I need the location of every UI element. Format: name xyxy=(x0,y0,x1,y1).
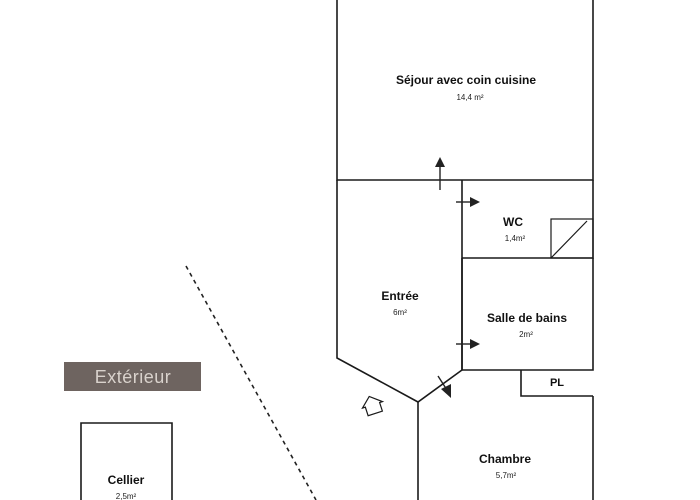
wc-fixture-icon xyxy=(550,218,594,259)
exterior-label-text: Extérieur xyxy=(95,367,172,387)
room-salle-de-bains: Salle de bains 2m² xyxy=(461,258,594,371)
room-sejour: Séjour avec coin cuisine 14,4 m² xyxy=(336,0,594,181)
sejour-name: Séjour avec coin cuisine xyxy=(396,73,536,87)
placard-label: PL xyxy=(550,377,564,389)
room-chambre: Chambre 5,7m² xyxy=(417,396,594,500)
cellier-walls xyxy=(80,422,173,500)
room-entree: Entrée 6m² xyxy=(336,180,463,403)
salle-de-bains-name: Salle de bains xyxy=(487,311,567,325)
door-arrow-sejour xyxy=(435,157,445,190)
room-cellier: Cellier 2,5m² xyxy=(80,422,173,500)
door-arrow-wc xyxy=(456,197,480,207)
exterior-label-background xyxy=(64,362,201,391)
placard-walls xyxy=(520,370,593,397)
chambre-area: 5,7m² xyxy=(496,471,517,480)
cellier-name: Cellier xyxy=(108,473,145,487)
wc-area: 1,4m² xyxy=(505,234,526,243)
entrance-house-icon xyxy=(361,395,385,417)
door-arrow-salle-de-bains xyxy=(456,339,480,349)
salle-de-bains-walls xyxy=(461,258,594,371)
entree-area: 6m² xyxy=(393,308,407,317)
door-arrow-chambre xyxy=(437,375,451,398)
cellier-area: 2,5m² xyxy=(116,492,137,500)
room-wc: WC 1,4m² xyxy=(462,180,594,259)
placard: PL xyxy=(520,370,593,397)
chambre-name: Chambre xyxy=(479,452,531,466)
wc-name: WC xyxy=(503,215,523,229)
exterior-label: Extérieur xyxy=(64,362,201,391)
sejour-area: 14,4 m² xyxy=(456,93,483,102)
sejour-walls xyxy=(336,0,594,181)
entree-name: Entrée xyxy=(381,289,419,303)
salle-de-bains-area: 2m² xyxy=(519,330,533,339)
exterior-dashed-line xyxy=(185,265,317,500)
